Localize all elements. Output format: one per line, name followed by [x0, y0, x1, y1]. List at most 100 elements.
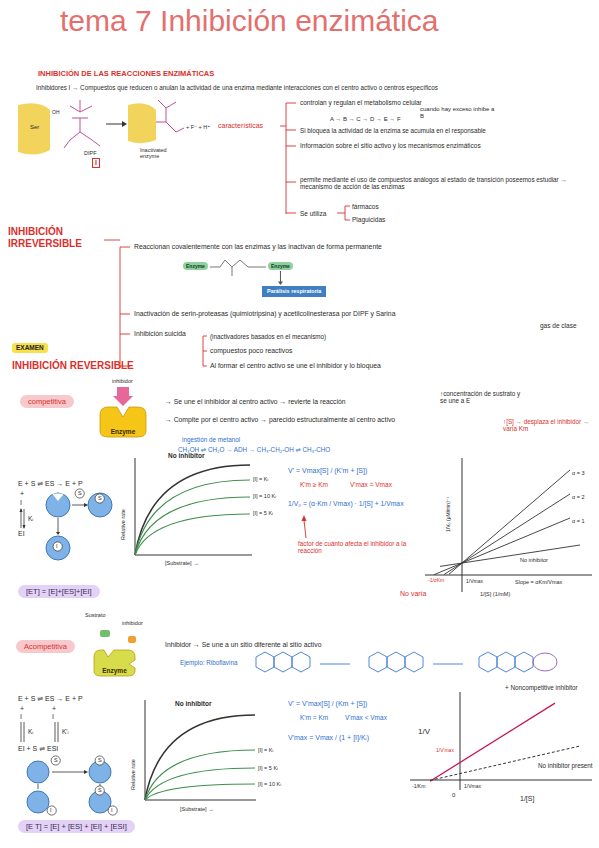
enzyme-label: Enzyme	[98, 428, 148, 436]
drawing-path	[210, 260, 266, 276]
note-text: S	[98, 787, 102, 793]
enzyme-shape: Enzyme	[92, 648, 137, 678]
note-text: Ser	[30, 124, 39, 131]
drawing-path	[135, 497, 250, 555]
box-text: Enzyme	[186, 263, 205, 269]
note-text: Inhibición suicida	[134, 330, 186, 338]
drawing-path	[104, 240, 130, 368]
note-text: DIPF	[84, 150, 97, 156]
drawing-path	[58, 505, 84, 532]
box-text: I	[95, 159, 97, 167]
drawing-circle	[53, 542, 62, 551]
note-text: +	[20, 705, 24, 713]
note-text: Plaguicidas	[352, 216, 385, 223]
drawing-circle	[95, 756, 104, 765]
note-text: 1/V'max	[436, 748, 454, 754]
note-text: Kᵢ	[28, 728, 33, 735]
drawing-rect	[100, 630, 110, 637]
drawing-circle	[27, 761, 49, 783]
note-text: Inactivación de serin-proteasas (quimiot…	[134, 310, 534, 318]
box-text: competitiva	[28, 397, 66, 406]
connector-line	[280, 271, 281, 282]
note-text: S	[54, 757, 58, 763]
note-text: compuestos poco reactivos	[210, 347, 292, 355]
note-text: Inhibidor → Se une a un sitio diferente …	[165, 641, 321, 649]
note-text: Sustrato	[85, 612, 105, 618]
note-text: INHIBICIÓN REVERSIBLE	[12, 360, 134, 372]
note-text: [I] = 5 Kᵢ	[253, 510, 273, 516]
note-text: V'max < Vmax	[345, 714, 387, 721]
enzyme-shape: Enzyme	[98, 405, 148, 439]
drawing-path	[369, 652, 423, 672]
note-text: α = 1	[572, 518, 585, 524]
drawing-path	[337, 206, 350, 220]
note-text: V' = V'max[S] / (Km + [S])	[288, 700, 367, 708]
note-text: 0	[452, 792, 455, 799]
note-text: V' = Vmax[S] / (K'm + [S])	[288, 467, 367, 475]
competitive-lineweaver-burk	[425, 458, 592, 592]
drawing-path	[430, 703, 555, 781]
note-text: 1/[S]	[520, 795, 534, 803]
note-text: [I] = Kᵢ	[253, 476, 268, 482]
note-text: S	[98, 757, 102, 763]
note-text: V'max = Vmax / (1 + [I]/Kᵢ)	[288, 734, 369, 742]
note-text: OH	[52, 110, 60, 116]
drawing-ellipse	[533, 653, 557, 671]
drawing-path	[128, 103, 156, 143]
note-text: No inhibitor	[168, 452, 204, 459]
box-text: [ET] = [E]+[ES]+[EI]	[26, 587, 92, 596]
drawing-polygon	[84, 503, 88, 507]
drawing-path	[135, 514, 250, 555]
note-text: V'max = Vmax	[350, 481, 392, 488]
note-text: A → B → C → D → E → F	[330, 116, 401, 123]
note-text: I	[20, 499, 22, 507]
drawing-path	[203, 336, 207, 366]
note-text: controlan y regulan el metabolismo celul…	[300, 99, 422, 106]
note-text: + Noncompetitive inhibitor	[505, 684, 595, 691]
note-text: I	[20, 713, 22, 721]
drawing-circle	[27, 791, 49, 813]
note-text: I	[56, 543, 58, 549]
note-text: [Substrate] →	[165, 560, 199, 566]
drawing-path	[156, 100, 184, 132]
note-text: No inhibitor	[175, 700, 211, 707]
highlight-box: Parálisis respiratoria	[262, 286, 326, 297]
highlight-box: I	[92, 158, 100, 168]
note-text: Inhibidores I → Compuestos que reducen o…	[36, 84, 438, 91]
note-text: [Substrate] →	[180, 806, 214, 812]
inhibitor-arrow	[113, 387, 133, 406]
drawing-path	[64, 100, 100, 148]
note-text: INHIBICIÓN IRREVERSIBLE	[8, 226, 103, 249]
drawing-path	[18, 103, 50, 154]
drawing-path	[320, 664, 350, 665]
note-text: [I] = 10 Kᵢ	[253, 493, 276, 499]
box-text: [E T] = [E] + [ES] + [EI] + [ESI]	[26, 822, 127, 831]
connector	[278, 271, 283, 285]
note-text: inhibidor	[112, 378, 133, 384]
riboflavin-molecules	[256, 652, 557, 672]
dipf-reaction	[18, 100, 184, 155]
drawing-path	[135, 480, 250, 555]
drawing-rect	[128, 636, 136, 643]
drawing-path	[145, 700, 256, 800]
note-text: Reaccionan covalentemente con las enzima…	[134, 243, 594, 251]
note-text: características	[218, 122, 263, 130]
enzyme-label: Enzyme	[92, 667, 137, 675]
note-text: → Se une el inhibidor al centro activo →…	[165, 398, 435, 406]
note-text: [I] = 10 Kᵢ	[258, 781, 281, 787]
note-text: ↑concentración de sustrato y se une a E	[440, 390, 525, 404]
note-text: -1/αKm	[428, 578, 444, 584]
drawing-path	[449, 470, 570, 574]
note-text: Kᵢ	[28, 515, 33, 522]
note-text: factor de cuánto afecta el inhibidor a l…	[298, 540, 408, 554]
note-text: E + S ⇌ ES → E + P	[18, 695, 83, 703]
note-text: EI	[18, 530, 25, 538]
highlight-box: [E T] = [E] + [ES] + [EI] + [ESI]	[18, 820, 135, 833]
page-title: tema 7 Inhibición enzimática	[60, 4, 439, 38]
drawing-polygon	[122, 121, 127, 127]
drawing-path	[440, 545, 580, 566]
drawing-circle	[95, 494, 104, 503]
note-text: Información sobre el sitio activo y los …	[300, 142, 590, 149]
drawing-circle	[51, 756, 60, 765]
drawing-polygon	[302, 515, 307, 521]
